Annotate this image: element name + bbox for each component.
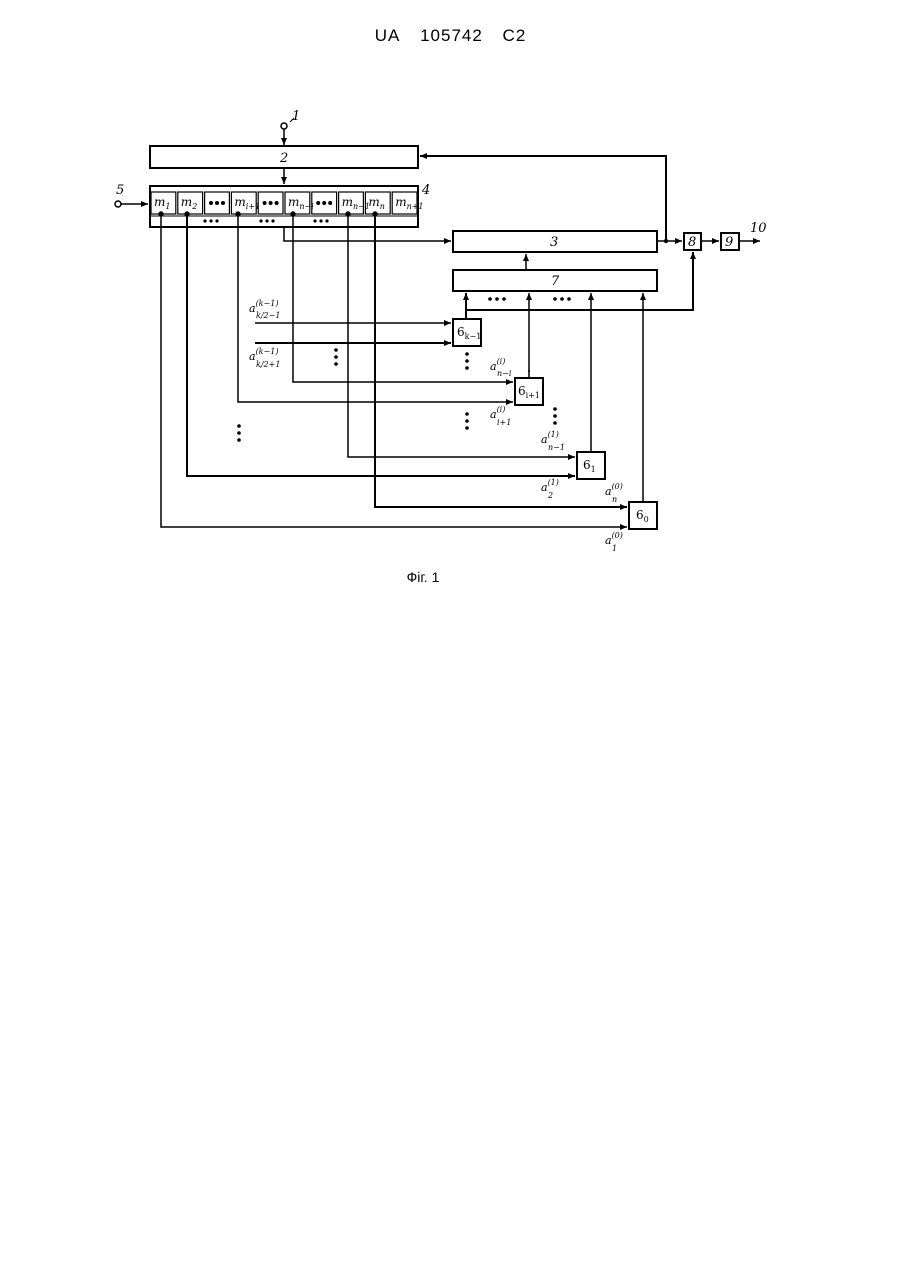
ellipsis-dot xyxy=(215,201,219,205)
register-cell-label: m2 xyxy=(181,195,197,211)
svg-text:k/2+1: k/2+1 xyxy=(256,360,280,369)
ellipsis-dot xyxy=(322,201,326,205)
svg-text:6k−1: 6k−1 xyxy=(457,325,481,341)
figure-caption: Фіг. 1 xyxy=(0,569,846,585)
label-4: 4 xyxy=(421,183,430,198)
svg-text:n−i: n−i xyxy=(497,369,512,378)
register-cell-label: mn xyxy=(368,195,385,211)
label-10: 10 xyxy=(750,221,767,236)
block-3: 3 xyxy=(453,231,657,252)
svg-text:k/2−1: k/2−1 xyxy=(256,311,280,320)
input-1: 1 xyxy=(281,109,300,145)
block-2: 2 xyxy=(150,146,418,168)
label-5: 5 xyxy=(116,183,124,198)
feedback-to-2 xyxy=(420,156,666,241)
svg-text:1: 1 xyxy=(612,544,617,553)
svg-text:2: 2 xyxy=(547,491,553,500)
register-cell-label: m1 xyxy=(154,195,170,211)
label-1: 1 xyxy=(292,109,300,124)
link-7-8 xyxy=(657,252,693,310)
svg-text:n−1: n−1 xyxy=(548,443,565,452)
ellipsis-dot xyxy=(275,201,279,205)
input-5: 5 xyxy=(115,183,148,207)
label-3: 3 xyxy=(550,235,558,250)
ellipsis-dot xyxy=(209,201,213,205)
block-8: 8 xyxy=(684,233,701,250)
link-4-3 xyxy=(284,227,451,241)
register-cell-label: mn+1 xyxy=(395,195,423,211)
svg-text:n: n xyxy=(612,495,617,504)
ellipsis-dot xyxy=(263,201,267,205)
label-2: 2 xyxy=(279,151,288,166)
block-6-i+1: 6i+1 xyxy=(515,378,543,405)
svg-text:i+1: i+1 xyxy=(497,418,511,427)
block-6-k-1: 6k−1 xyxy=(453,319,481,346)
block-6-0: 60 xyxy=(629,502,657,529)
ellipsis-dot xyxy=(316,201,320,205)
label-7: 7 xyxy=(551,274,560,289)
svg-text:60: 60 xyxy=(636,508,649,524)
coefficient-labels: a(k−1) k/2−1 a(k−1) k/2+1 a(i) n−i a(i) … xyxy=(249,299,623,553)
register-4: m1m2mi+1mn−imn−1mnmn+1 4 xyxy=(150,183,430,227)
vertical-dots xyxy=(237,348,557,442)
svg-text:61: 61 xyxy=(583,458,596,474)
label-9: 9 xyxy=(725,235,733,250)
svg-text:6i+1: 6i+1 xyxy=(518,384,540,400)
register-dots xyxy=(203,219,328,222)
ellipsis-dot xyxy=(269,201,273,205)
ellipsis-dot xyxy=(221,201,225,205)
ellipsis-dot xyxy=(328,201,332,205)
block-6-1: 61 xyxy=(577,452,605,479)
label-8: 8 xyxy=(688,235,696,250)
block-7: 7 xyxy=(453,270,657,291)
block-9: 9 xyxy=(721,233,739,250)
